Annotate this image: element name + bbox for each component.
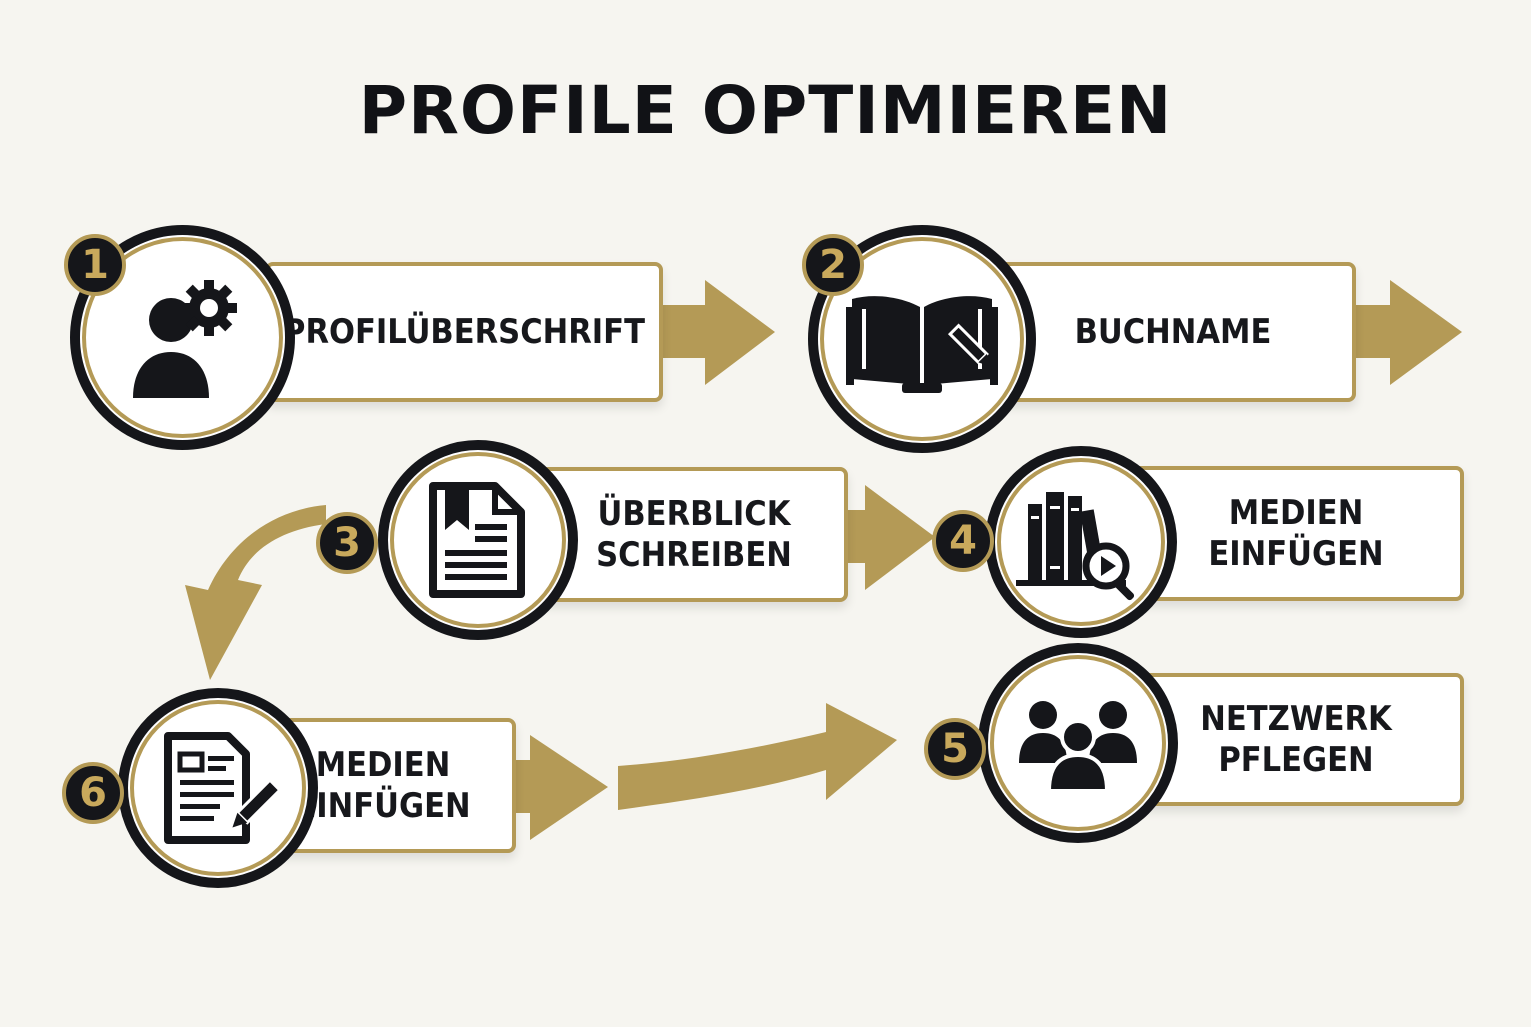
step-5-circle <box>978 643 1178 843</box>
step-4-label-line-2: EINFÜGEN <box>1208 533 1384 574</box>
arrow-6-out <box>510 735 608 840</box>
user-gear-icon <box>132 279 237 398</box>
arrow-2-out <box>1350 280 1462 385</box>
step-1-circle <box>70 225 295 450</box>
step-1-label: PROFILÜBERSCHRIFT <box>283 311 645 352</box>
step-2-number-badge: 2 <box>802 234 864 296</box>
step-6-number-badge: 6 <box>62 762 124 824</box>
arrow-1-to-2 <box>655 280 775 385</box>
books-search-icon <box>1016 492 1135 601</box>
step-5-label-line-1: NETZWERK <box>1200 699 1392 740</box>
document-bookmark-icon <box>429 482 525 598</box>
page-title: PROFILE OPTIMIEREN <box>358 72 1173 149</box>
step-2-label: BUCHNAME <box>1074 311 1272 352</box>
step-4-label-box: MEDIEN EINFÜGEN <box>1128 466 1464 601</box>
step-4-number-badge: 4 <box>932 510 994 572</box>
group-people-icon <box>1019 701 1137 793</box>
step-6-label-line-2: EINFÜGEN <box>295 785 471 826</box>
step-5-label-box: NETZWERK PFLEGEN <box>1128 673 1464 806</box>
arrow-to-5 <box>618 703 897 810</box>
step-1-label-box: PROFILÜBERSCHRIFT <box>265 262 663 402</box>
step-4-label-line-1: MEDIEN <box>1228 493 1364 534</box>
step-2-label-box: BUCHNAME <box>990 262 1356 402</box>
step-1-number-badge: 1 <box>64 234 126 296</box>
step-3-number-badge: 3 <box>316 512 378 574</box>
step-5-label-line-2: PFLEGEN <box>1218 739 1374 780</box>
step-2-circle <box>808 225 1036 453</box>
step-3-label-line-2: SCHREIBEN <box>596 534 792 575</box>
step-6-circle <box>118 688 318 888</box>
arrow-3-to-6 <box>185 505 326 680</box>
step-3-label-line-1: ÜBERBLICK <box>597 494 791 535</box>
step-5-number-badge: 5 <box>924 718 986 780</box>
step-4-circle <box>985 446 1177 638</box>
open-book-pen-icon <box>846 296 998 393</box>
step-6-label-line-1: MEDIEN <box>315 745 451 786</box>
form-edit-icon <box>164 732 278 844</box>
step-3-circle <box>378 440 578 640</box>
step-3-label-box: ÜBERBLICK SCHREIBEN <box>540 467 848 602</box>
arrow-3-to-4 <box>840 485 935 590</box>
